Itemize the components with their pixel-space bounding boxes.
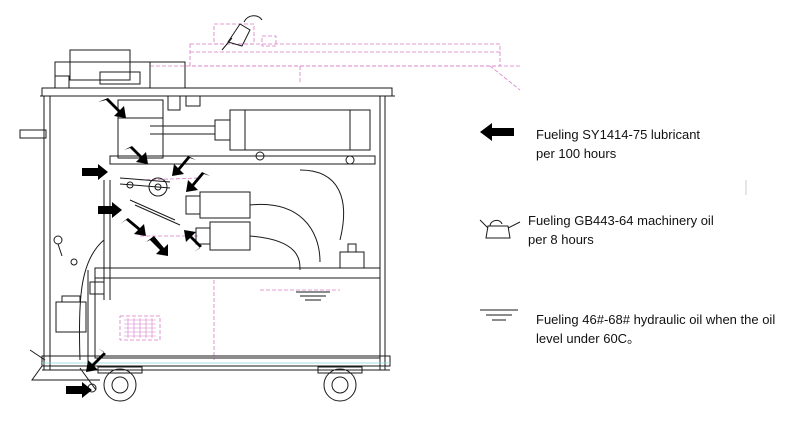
oil-can-icon <box>221 15 263 51</box>
legend-machinery-oil-line2: per 8 hours <box>528 232 594 247</box>
legend-hydraulic-oil-line2: level under 60C。 <box>536 331 641 346</box>
arrow-icon <box>124 146 148 164</box>
extended-position-outline <box>119 23 521 360</box>
arrow-icon <box>172 156 196 176</box>
oil-level-icon <box>480 309 518 321</box>
arrow-icon <box>66 382 92 398</box>
legend-lubricant-line1: Fueling SY1414-75 lubricant <box>536 127 701 142</box>
arrow-icon <box>186 172 210 192</box>
lubrication-arrows <box>66 98 210 398</box>
arrow-icon <box>86 348 106 372</box>
legend-machinery-oil-line1: Fueling GB443-64 machinery oil <box>528 213 714 228</box>
legend-lubricant-line2: per 100 hours <box>536 146 617 161</box>
arrow-icon <box>82 164 108 180</box>
oil-can-icon <box>479 219 521 239</box>
arrow-icon <box>120 218 146 236</box>
arrow-icon <box>98 202 122 218</box>
machine-frame <box>19 49 747 402</box>
black-arrow-icon <box>480 123 514 141</box>
arrow-icon <box>184 230 202 252</box>
filter-screen <box>124 318 156 338</box>
arrow-icon <box>98 98 126 118</box>
arrow-icon <box>146 236 168 256</box>
legend-hydraulic-oil-line1: Fueling 46#-68# hydraulic oil when the o… <box>536 312 776 327</box>
